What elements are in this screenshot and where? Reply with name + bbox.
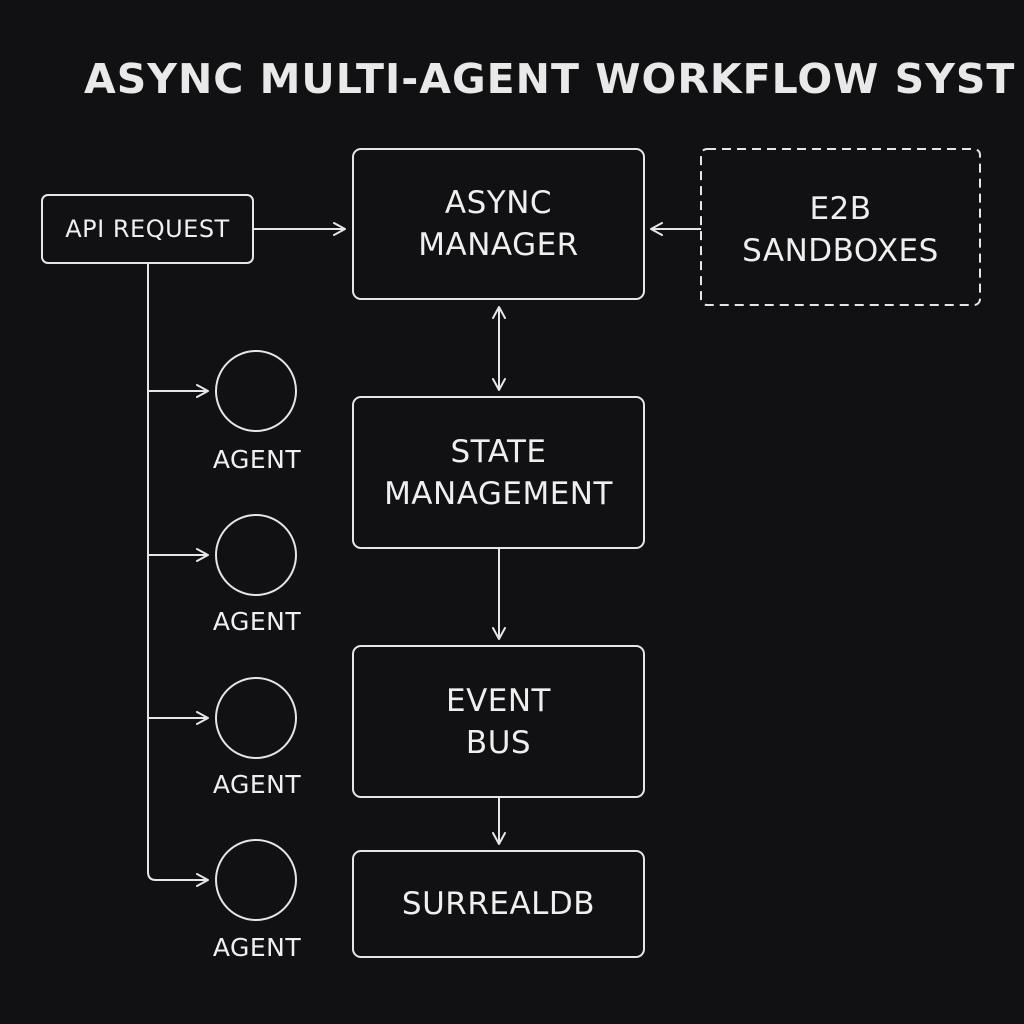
agent-label-2: AGENT bbox=[212, 607, 302, 636]
surrealdb-node: SURREALDB bbox=[353, 851, 644, 957]
surrealdb-label: SURREALDB bbox=[401, 886, 596, 922]
async-manager-label-line-2: MANAGER bbox=[418, 227, 579, 263]
agent-label-3: AGENT bbox=[212, 770, 302, 799]
async-manager-node: ASYNC MANAGER bbox=[353, 149, 644, 299]
async-manager-frame bbox=[352, 148, 645, 300]
e2b-sandboxes-frame bbox=[700, 148, 981, 306]
agent-circle-4 bbox=[215, 839, 297, 921]
api-request-label: API REQUEST bbox=[65, 215, 230, 243]
surrealdb-frame bbox=[352, 850, 645, 958]
event-bus-label-line-1: EVENT bbox=[445, 682, 551, 719]
api-fanout-trunk bbox=[147, 263, 157, 881]
event-bus-node: EVENT BUS bbox=[353, 646, 644, 797]
state-management-node: STATE MANAGEMENT bbox=[353, 397, 644, 548]
agent-circle-2 bbox=[215, 514, 297, 596]
api-request-node: API REQUEST bbox=[42, 195, 253, 263]
agent-circle-3 bbox=[215, 677, 297, 759]
agent-circle-1 bbox=[215, 350, 297, 432]
e2b-sandboxes-label-line-1: E2B bbox=[809, 191, 872, 227]
e2b-sandboxes-node: E2B SANDBOXES bbox=[701, 152, 980, 308]
async-manager-label-line-1: ASYNC bbox=[444, 185, 553, 221]
e2b-sandboxes-label-line-2: SANDBOXES bbox=[742, 233, 939, 269]
event-bus-label-line-2: BUS bbox=[465, 724, 532, 761]
agent-label-4: AGENT bbox=[212, 933, 302, 962]
state-management-label-line-2: MANAGEMENT bbox=[384, 475, 613, 512]
state-management-label-line-1: STATE bbox=[450, 433, 547, 470]
diagram-title: ASYNC MULTI-AGENT WORKFLOW SYST bbox=[84, 55, 1016, 103]
agent-label-1: AGENT bbox=[212, 445, 302, 474]
